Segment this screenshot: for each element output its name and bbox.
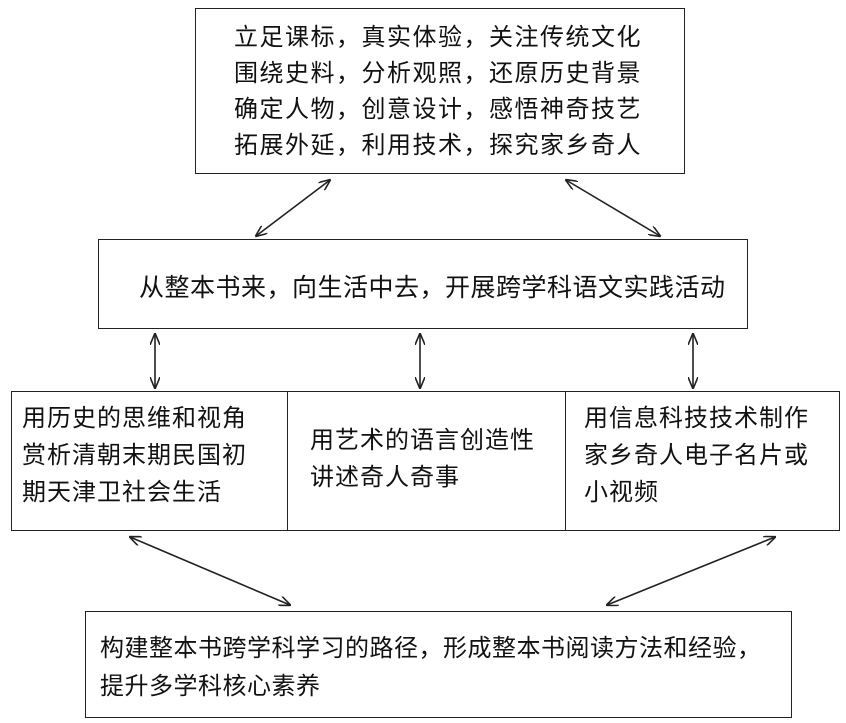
history-activity-line-1: 用历史的思维和视角	[22, 404, 247, 432]
technology-activity-box: 用信息科技技术制作 家乡奇人电子名片或 小视频	[565, 391, 840, 531]
goals-line-1: 立足课标，真实体验，关注传统文化	[234, 23, 642, 51]
history-activity-line-2: 赏析清朝末期民国初	[22, 441, 247, 469]
practice-activity-text: 从整本书来，向生活中去，开展跨学科语文实践活动	[139, 273, 726, 302]
outcome-line-2: 提升多学科核心素养	[100, 672, 321, 700]
outcome-line-1: 构建整本书跨学科学习的路径，形成整本书阅读方法和经验，	[100, 634, 762, 662]
goals-line-4: 拓展外延，利用技术，探究家乡奇人	[234, 131, 642, 159]
arrow-goals-to-practice-right	[566, 180, 660, 236]
arrow-goals-to-practice-left	[256, 180, 330, 236]
art-activity-line-2: 讲述奇人奇事	[310, 463, 460, 491]
goals-line-2: 围绕史料，分析观照，还原历史背景	[234, 59, 642, 87]
history-activity-line-3: 期天津卫社会生活	[22, 478, 222, 506]
art-activity-line-1: 用艺术的语言创造性	[310, 426, 535, 454]
goals-box: 立足课标，真实体验，关注传统文化 围绕史料，分析观照，还原历史背景 确定人物，创…	[195, 8, 685, 174]
goals-line-3: 确定人物，创意设计，感悟神奇技艺	[234, 95, 642, 123]
arrow-technology-to-outcome	[607, 537, 775, 605]
technology-activity-line-1: 用信息科技技术制作	[584, 404, 809, 432]
art-activity-box: 用艺术的语言创造性 讲述奇人奇事	[287, 391, 567, 531]
technology-activity-line-3: 小视频	[584, 478, 659, 506]
history-activity-box: 用历史的思维和视角 赏析清朝末期民国初 期天津卫社会生活	[11, 391, 289, 531]
practice-activity-box: 从整本书来，向生活中去，开展跨学科语文实践活动	[98, 239, 748, 329]
outcome-box: 构建整本书跨学科学习的路径，形成整本书阅读方法和经验， 提升多学科核心素养	[85, 611, 792, 718]
arrow-history-to-outcome	[130, 537, 290, 605]
technology-activity-line-2: 家乡奇人电子名片或	[584, 441, 809, 469]
